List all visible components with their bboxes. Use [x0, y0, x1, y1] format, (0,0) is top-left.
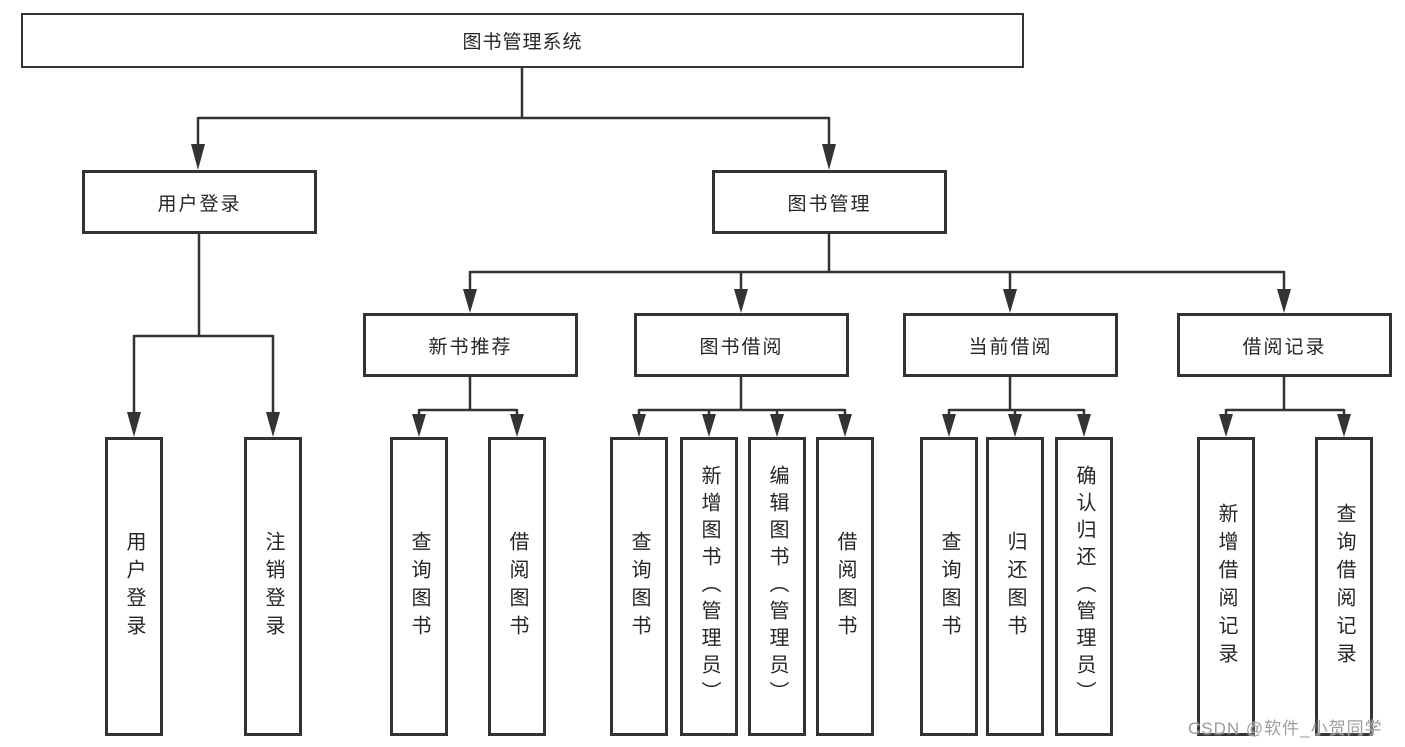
leaf-edit-books-admin: 编辑图书（管理员） [748, 437, 806, 736]
leaf-borrow-books-recommend: 借阅图书 [488, 437, 546, 736]
node-book-borrow: 图书借阅 [634, 313, 849, 377]
node-new-book-recommend: 新书推荐 [363, 313, 578, 377]
node-current-borrow: 当前借阅 [903, 313, 1118, 377]
leaf-borrow-books: 借阅图书 [816, 437, 874, 736]
node-book-management-branch: 图书管理 [712, 170, 947, 234]
leaf-return-books: 归还图书 [986, 437, 1044, 736]
leaf-query-books-current: 查询图书 [920, 437, 978, 736]
leaf-logout: 注销登录 [244, 437, 302, 736]
leaf-query-books-borrow: 查询图书 [610, 437, 668, 736]
node-root-system: 图书管理系统 [21, 13, 1024, 68]
leaf-add-borrow-record: 新增借阅记录 [1197, 437, 1255, 736]
csdn-watermark: CSDN @软件_小贺同学 [1188, 719, 1383, 738]
leaf-confirm-return-admin: 确认归还（管理员） [1055, 437, 1113, 736]
leaf-add-books-admin: 新增图书（管理员） [680, 437, 738, 736]
leaf-query-borrow-record: 查询借阅记录 [1315, 437, 1373, 736]
leaf-query-books-recommend: 查询图书 [390, 437, 448, 736]
arrowheads [127, 144, 1351, 437]
node-borrow-records: 借阅记录 [1177, 313, 1392, 377]
leaf-user-login: 用户登录 [105, 437, 163, 736]
node-user-login-branch: 用户登录 [82, 170, 317, 234]
